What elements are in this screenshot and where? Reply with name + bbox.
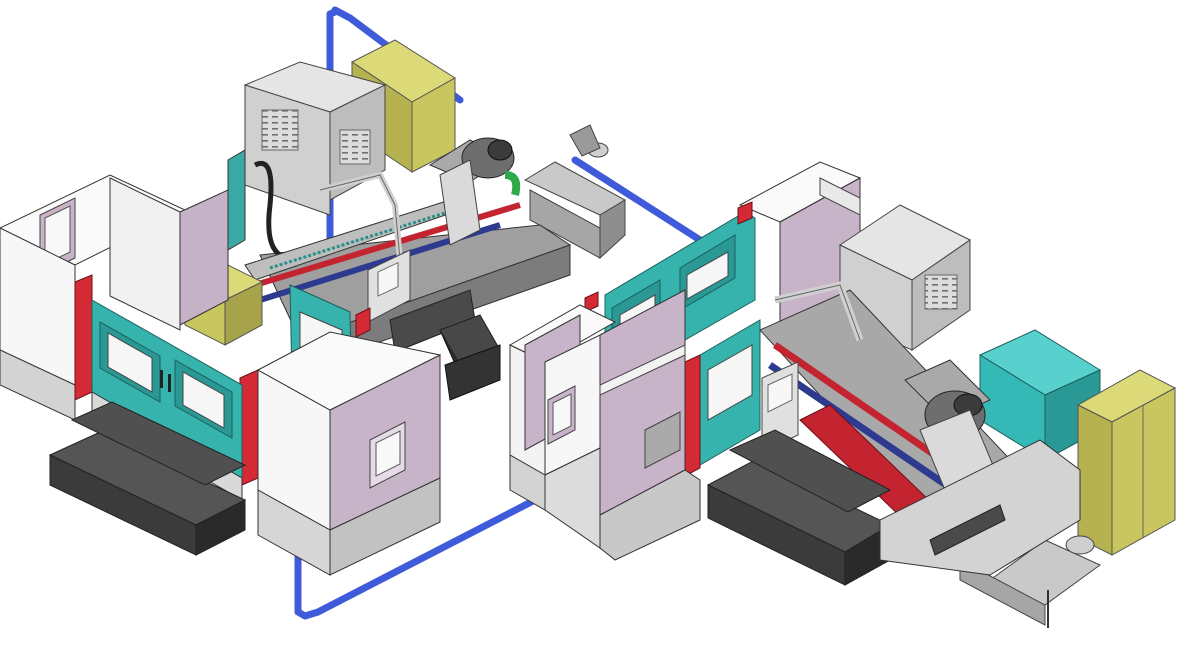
- red-post: [737, 201, 753, 225]
- red-post: [355, 307, 371, 338]
- left-machine: [0, 39, 627, 576]
- red-post: [74, 274, 93, 401]
- red-post: [684, 354, 701, 477]
- connector-line: [294, 496, 539, 620]
- connector-line: [571, 156, 704, 244]
- red-post: [239, 369, 259, 487]
- right-machine: [508, 161, 1177, 628]
